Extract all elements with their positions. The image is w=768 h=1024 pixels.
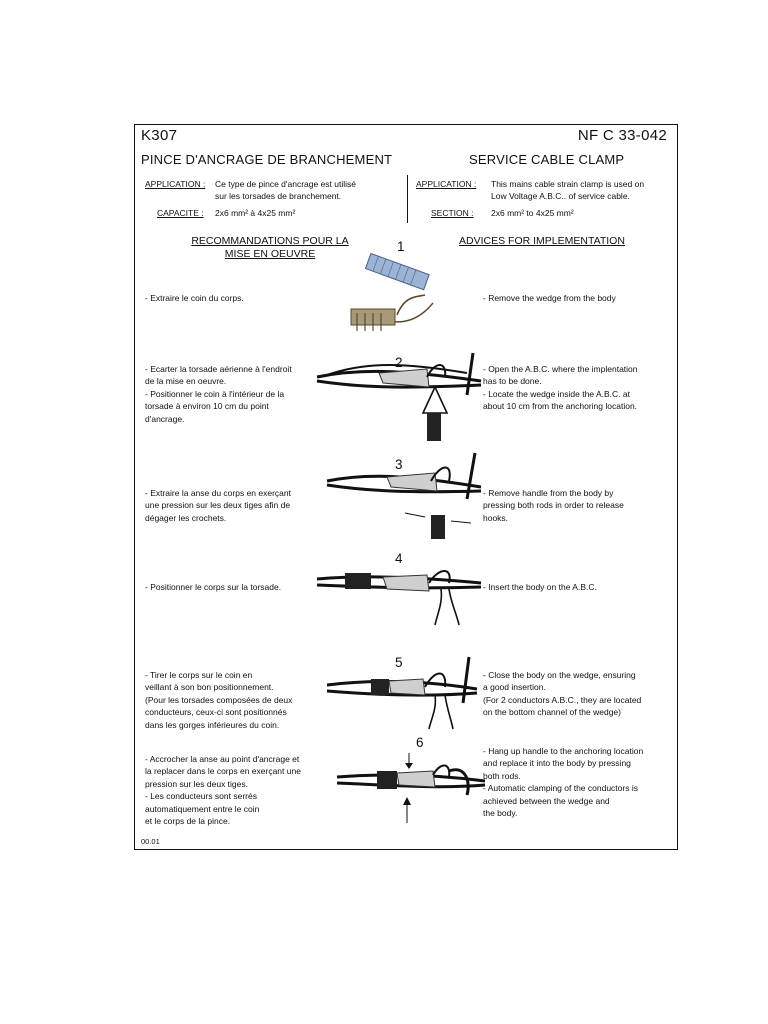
step-4-text-en: - Insert the body on the A.B.C. [483,581,675,593]
heading-en: ADVICES FOR IMPLEMENTATION [445,235,639,248]
product-code: K307 [141,127,177,144]
step-2-illustration [317,347,481,447]
step-1-illustration [355,255,455,340]
heading-fr: RECOMMANDATIONS POUR LA MISE EN OEUVRE [175,235,365,261]
revision-code: 00.01 [141,837,160,846]
step-5-illustration [327,649,477,735]
standard-reference: NF C 33-042 [578,127,667,144]
step-4-illustration [317,563,481,633]
step-2-text-en: - Open the A.B.C. where the implentation… [483,363,675,413]
application-text-en: This mains cable strain clamp is used on… [491,178,644,203]
capacity-text-fr: 2x6 mm² à 4x25 mm² [215,207,295,220]
step-3-text-en: - Remove handle from the body by pressin… [483,487,675,524]
application-label-en: APPLICATION : [416,178,476,191]
step-6-illustration [337,751,485,831]
step-5-text-fr: - Tirer le corps sur le coin en veillant… [145,669,350,731]
step-3-illustration [317,443,481,543]
capacity-label-fr: CAPACITE : [157,207,204,220]
application-label-fr: APPLICATION : [145,178,205,191]
step-number-1: 1 [397,239,405,254]
step-1-text-fr: - Extraire le coin du corps. [145,292,345,304]
title-fr: PINCE D'ANCRAGE DE BRANCHEMENT [141,152,392,167]
title-en: SERVICE CABLE CLAMP [469,152,624,167]
step-1-text-en: - Remove the wedge from the body [483,292,673,304]
step-6-text-en: - Hang up handle to the anchoring locati… [483,745,675,819]
spec-divider [407,175,408,223]
step-6-text-fr: - Accrocher la anse au point d'ancrage e… [145,753,350,827]
application-text-fr: Ce type de pince d'ancrage est utilisé s… [215,178,356,203]
document-sheet: K307 NF C 33-042 PINCE D'ANCRAGE DE BRAN… [134,124,678,850]
step-5-text-en: - Close the body on the wedge, ensuring … [483,669,675,719]
section-label-en: SECTION : [431,207,474,220]
step-number-6: 6 [416,735,424,750]
section-text-en: 2x6 mm² to 4x25 mm² [491,207,574,220]
